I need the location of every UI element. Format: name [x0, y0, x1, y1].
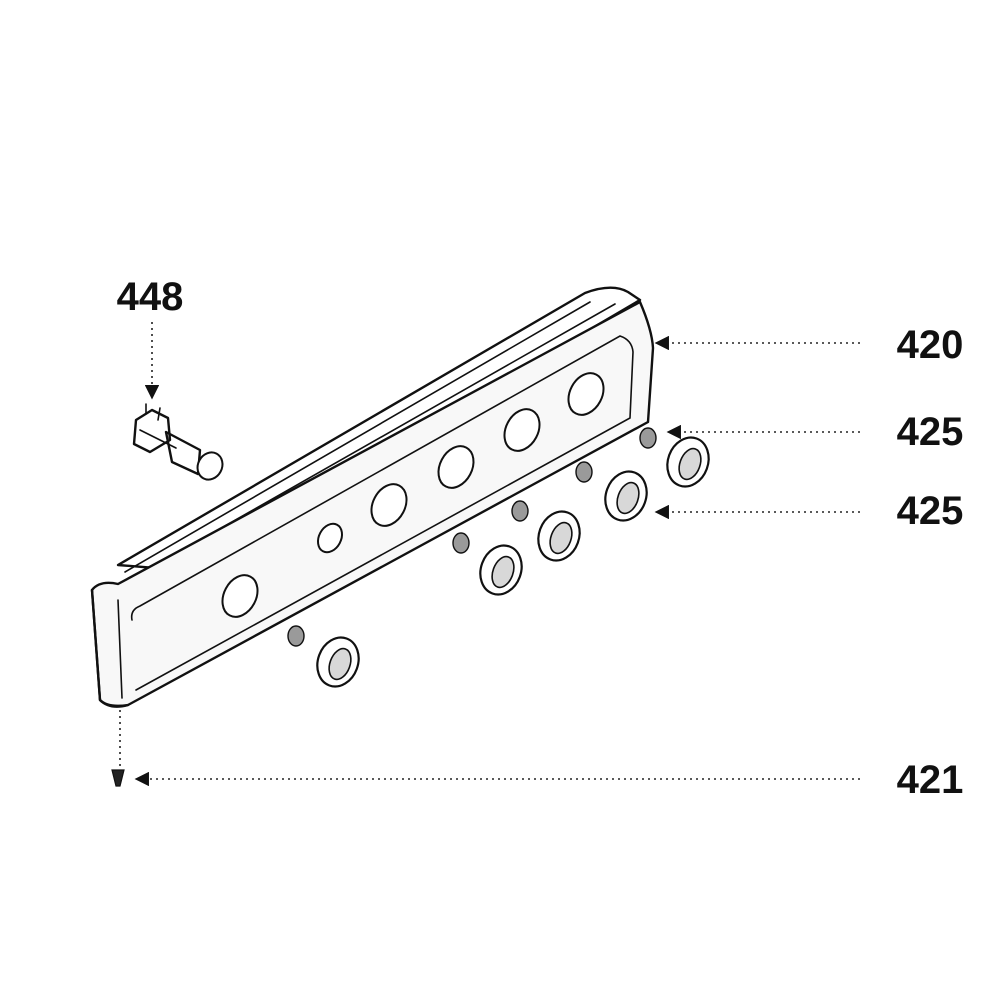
- control-knob: [452, 532, 523, 596]
- control-panel-part: [90, 286, 655, 708]
- control-knob: [287, 625, 360, 688]
- leader-lines: [119, 322, 860, 787]
- callout-421: 421: [897, 758, 964, 802]
- control-knob: [575, 461, 648, 522]
- panel-knob-holes: [221, 372, 605, 618]
- screw-part: [111, 769, 125, 787]
- callout-420: 420: [897, 323, 964, 367]
- callout-448: 448: [117, 275, 184, 319]
- control-knob-group: [287, 427, 710, 688]
- callout-425-upper: 425: [897, 410, 964, 454]
- control-knob: [511, 500, 581, 562]
- switch-component-part: [132, 403, 224, 481]
- callout-425-lower: 425: [897, 489, 964, 533]
- control-knob: [639, 427, 710, 488]
